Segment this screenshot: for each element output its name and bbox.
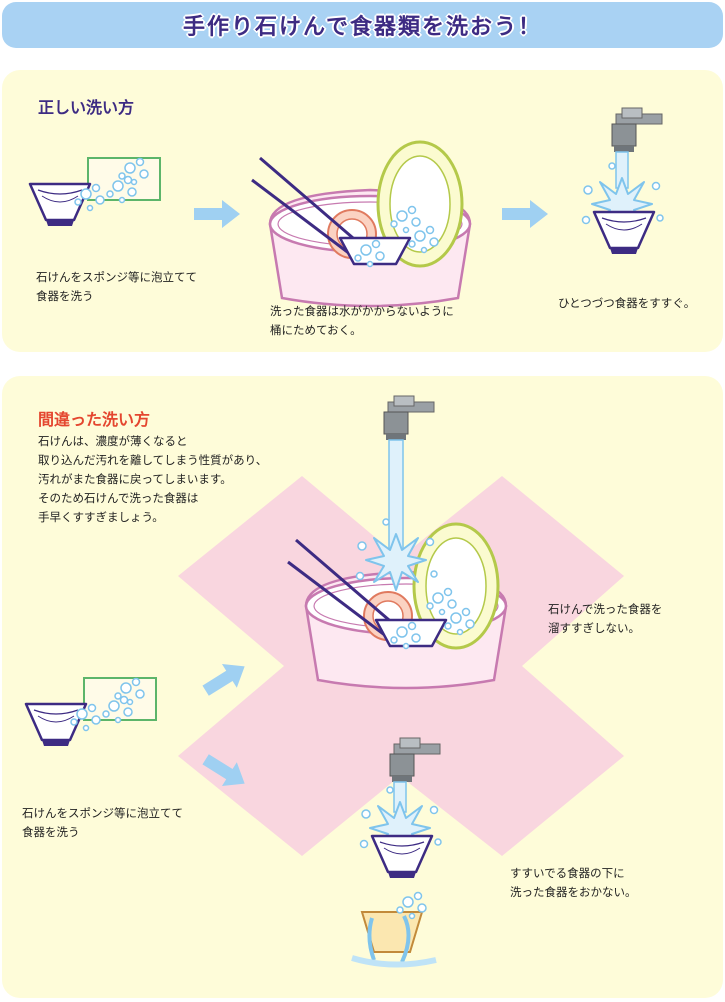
wrong-method-panel: 間違った洗い方 石けんは、濃度が薄くなると 取り込んだ汚れを離してしまう性質があ… <box>2 376 723 998</box>
arrow-down-right-icon <box>202 754 245 786</box>
rinse-over-bowl-illustration <box>351 737 442 968</box>
correct-heading: 正しい洗い方 <box>38 98 135 117</box>
wrong-note-bottom: すすいでる食器の下に 洗った食器をおかない。 <box>510 866 637 899</box>
arrow-right-icon <box>502 200 548 228</box>
wrong-heading: 間違った洗い方 <box>38 410 151 429</box>
soaking-tub-illustration <box>302 395 512 686</box>
washing-tub-illustration <box>270 168 480 308</box>
correct-step2-caption: 洗った食器は水がかからないように 桶にためておく。 <box>270 304 454 337</box>
correct-step1-caption: 石けんをスポンジ等に泡立てて 食器を洗う <box>36 270 197 303</box>
rinse-faucet-illustration <box>581 107 664 256</box>
correct-method-panel: 正しい洗い方 石けんをスポンジ等に泡立てて 食器を洗う 洗った食器は水がかからな… <box>2 70 723 352</box>
wrong-note-top: 石けんで洗った食器を 溜すすぎしない。 <box>548 602 663 635</box>
sponge-bowl-illustration <box>26 678 176 768</box>
arrow-right-icon <box>194 200 240 228</box>
arrow-up-right-icon <box>202 664 245 696</box>
correct-step3-caption: ひとつづつ食器をすすぐ。 <box>558 296 696 310</box>
title-banner: 手作り石けんで食器類を洗おう！ <box>2 2 723 48</box>
wrong-explanation: 石けんは、濃度が薄くなると 取り込んだ汚れを離してしまう性質があり、 汚れがまた… <box>38 434 268 524</box>
wrong-step1-caption: 石けんをスポンジ等に泡立てて 食器を洗う <box>22 806 183 839</box>
page-title: 手作り石けんで食器類を洗おう！ <box>183 15 542 40</box>
sponge-bowl-illustration <box>30 158 180 248</box>
